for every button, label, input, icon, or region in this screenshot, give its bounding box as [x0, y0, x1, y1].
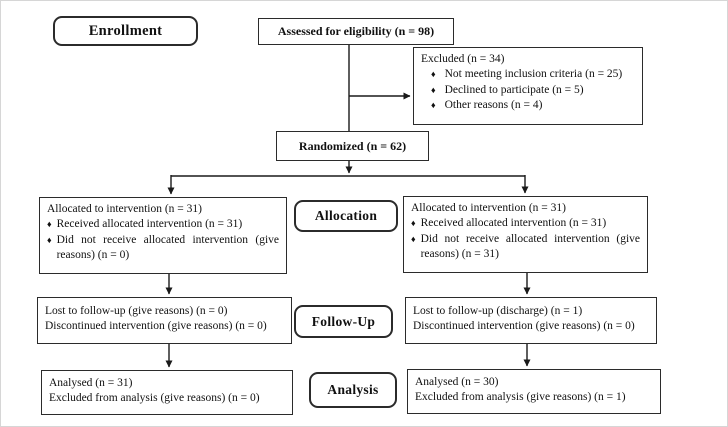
allocation-stage-label: Allocation: [294, 200, 398, 232]
followup-right-line: Discontinued intervention (give reasons)…: [413, 320, 635, 333]
followup-right-box: Lost to follow-up (discharge) (n = 1) Di…: [405, 297, 657, 344]
allocation-left-item-text: Received allocated intervention (n = 31): [56, 218, 243, 231]
enrollment-stage-label: Enrollment: [53, 16, 198, 46]
allocation-stage-label-text: Allocation: [314, 208, 378, 223]
allocation-left-title: Allocated to intervention (n = 31): [47, 203, 202, 215]
analysis-left-box: Analysed (n = 31) Excluded from analysis…: [41, 370, 293, 415]
excluded-item-text: Declined to participate (n = 5): [444, 83, 584, 96]
diamond-bullet-icon: ♦: [431, 69, 436, 80]
allocation-right-title: Allocated to intervention (n = 31): [411, 202, 566, 214]
diamond-bullet-icon: ♦: [431, 100, 436, 111]
analysis-left-line: Analysed (n = 31): [49, 377, 133, 389]
allocation-left-item: ♦ Did not receive allocated intervention…: [47, 233, 279, 264]
allocation-left-item: ♦ Received allocated intervention (n = 3…: [47, 217, 279, 232]
excluded-item: ♦ Declined to participate (n = 5): [421, 83, 635, 98]
allocation-right-item-text: Received allocated intervention (n = 31): [420, 217, 607, 230]
analysis-stage-label: Analysis: [309, 372, 397, 408]
allocation-right-item-text: Did not receive allocated intervention (…: [420, 232, 640, 261]
diamond-bullet-icon: ♦: [431, 84, 436, 95]
followup-right-line: Lost to follow-up (discharge) (n = 1): [413, 305, 583, 317]
analysis-right-box: Analysed (n = 30) Excluded from analysis…: [407, 369, 661, 414]
analysis-right-line: Analysed (n = 30): [415, 376, 499, 388]
excluded-item: ♦ Other reasons (n = 4): [421, 98, 635, 113]
diamond-bullet-icon: ♦: [411, 233, 416, 244]
allocation-left-box: Allocated to intervention (n = 31) ♦ Rec…: [39, 197, 287, 274]
followup-left-line: Lost to follow-up (give reasons) (n = 0): [45, 305, 228, 317]
excluded-item-text: Not meeting inclusion criteria (n = 25): [444, 68, 623, 81]
excluded-title: Excluded (n = 34): [421, 53, 505, 65]
excluded-item-text: Other reasons (n = 4): [444, 99, 543, 112]
assessed-eligibility-text: Assessed for eligibility (n = 98): [277, 24, 435, 39]
analysis-left-line: Excluded from analysis (give reasons) (n…: [49, 392, 260, 405]
diamond-bullet-icon: ♦: [47, 234, 52, 245]
followup-stage-label: Follow-Up: [294, 305, 393, 338]
randomized-text: Randomized (n = 62): [298, 138, 407, 153]
allocation-right-item: ♦ Received allocated intervention (n = 3…: [411, 216, 640, 231]
diamond-bullet-icon: ♦: [411, 218, 416, 229]
diamond-bullet-icon: ♦: [47, 219, 52, 230]
analysis-stage-label-text: Analysis: [327, 382, 379, 397]
enrollment-stage-label-text: Enrollment: [88, 22, 163, 39]
allocation-left-item-text: Did not receive allocated intervention (…: [56, 233, 279, 262]
followup-left-line: Discontinued intervention (give reasons)…: [45, 320, 267, 333]
allocation-right-item: ♦ Did not receive allocated intervention…: [411, 232, 640, 263]
randomized-box: Randomized (n = 62): [276, 131, 429, 161]
followup-stage-label-text: Follow-Up: [311, 313, 376, 329]
allocation-right-box: Allocated to intervention (n = 31) ♦ Rec…: [403, 196, 648, 273]
followup-left-box: Lost to follow-up (give reasons) (n = 0)…: [37, 297, 292, 344]
assessed-eligibility-box: Assessed for eligibility (n = 98): [258, 18, 454, 45]
analysis-right-line: Excluded from analysis (give reasons) (n…: [415, 391, 626, 404]
excluded-box: Excluded (n = 34) ♦ Not meeting inclusio…: [413, 47, 643, 125]
excluded-item: ♦ Not meeting inclusion criteria (n = 25…: [421, 67, 635, 82]
